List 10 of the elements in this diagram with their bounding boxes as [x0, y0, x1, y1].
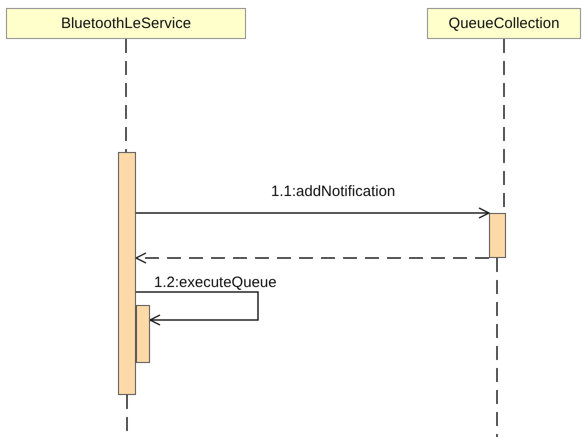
lifeline: [125, 39, 127, 152]
activation-bar: [118, 152, 136, 395]
lifeline-head: QueueCollection: [427, 8, 581, 39]
activation-bar: [136, 305, 150, 363]
message-arrow: [136, 291, 259, 326]
return-arrow: [135, 252, 489, 264]
message-arrow: [136, 207, 490, 219]
activation-bar: [489, 213, 506, 258]
lifeline-head: BluetoothLeService: [6, 8, 246, 39]
message-label: 1.2:executeQueue: [153, 274, 278, 291]
